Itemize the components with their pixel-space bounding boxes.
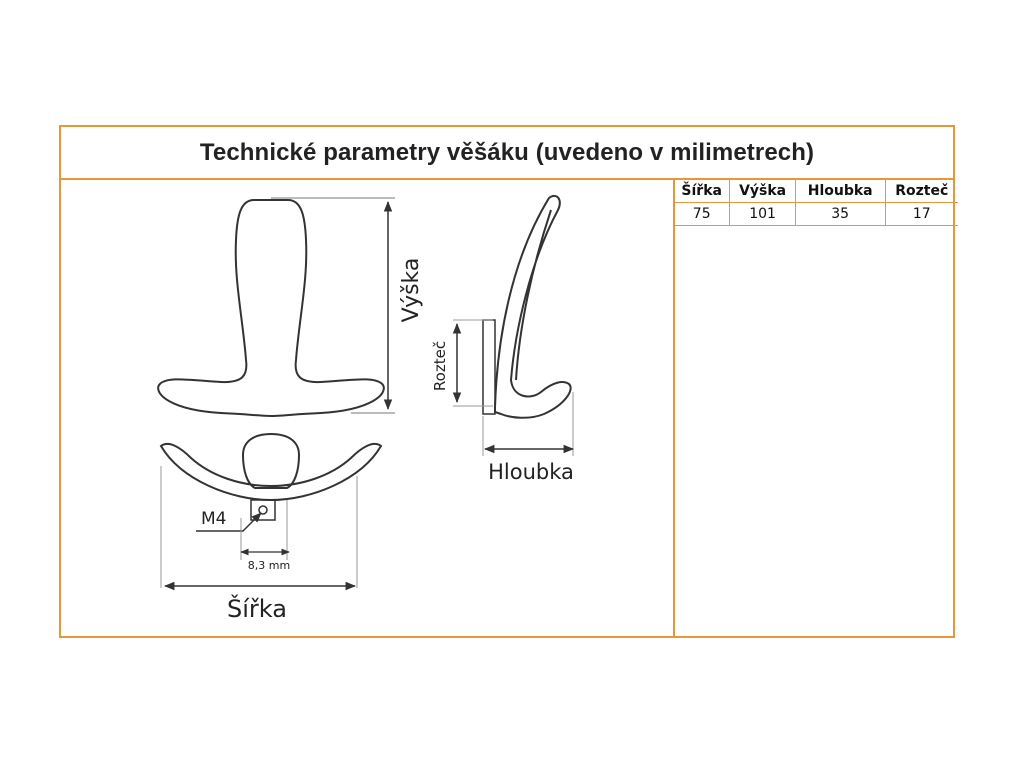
value-height: 101 [729, 202, 796, 226]
header-width: Šířka [674, 180, 731, 203]
value-depth: 35 [794, 202, 886, 226]
header-height: Výška [729, 180, 796, 203]
hole-spacing-label: 8,3 mm [248, 559, 290, 572]
header-spacing: Rozteč [884, 180, 958, 203]
m4-hole-icon [258, 505, 268, 515]
header-depth: Hloubka [794, 180, 886, 203]
top-view-mount-tab [250, 499, 276, 521]
parameters-table: Šířka Výška Hloubka Rozteč 75 101 35 17 [674, 180, 958, 226]
page-title: Technické parametry věšáku (uvedeno v mi… [199, 138, 815, 166]
parameters-panel: Šířka Výška Hloubka Rozteč 75 101 35 17 [673, 180, 958, 638]
table-header-row: Šířka Výška Hloubka Rozteč [674, 180, 958, 203]
table-row: 75 101 35 17 [674, 202, 958, 226]
m4-leader [196, 512, 262, 532]
height-label: Výška [399, 258, 424, 323]
top-view-knob [241, 432, 301, 489]
hook-drawing-svg: Výška M4 8,3 mm Šířka [157, 194, 575, 623]
width-label: Šířka [227, 593, 287, 623]
side-view-mount-plate [482, 319, 496, 415]
title-bar: Technické parametry věšáku (uvedeno v mi… [61, 127, 953, 180]
top-view-arc [159, 442, 383, 502]
value-spacing: 17 [884, 202, 958, 226]
front-view-hook [157, 199, 385, 418]
side-view-hook [494, 194, 572, 419]
depth-label: Hloubka [488, 460, 574, 484]
m4-label: M4 [201, 509, 226, 529]
spec-frame: Technické parametry věšáku (uvedeno v mi… [59, 125, 958, 638]
value-width: 75 [674, 202, 731, 226]
technical-drawing: Výška M4 8,3 mm Šířka [61, 180, 673, 638]
spacing-label: Rozteč [431, 341, 449, 391]
